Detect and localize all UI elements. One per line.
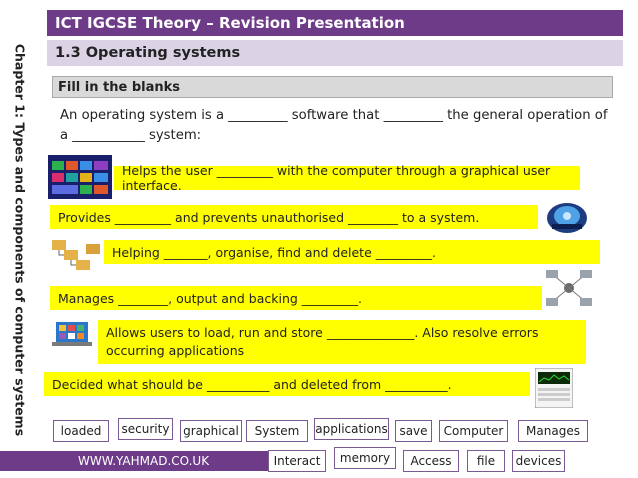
section-heading: Fill in the blanks (52, 76, 613, 98)
slide-subtitle: 1.3 Operating systems (47, 40, 623, 66)
blank-statement-5: Allows users to load, run and store ____… (98, 320, 586, 364)
blank-statement-6: Decided what should be __________ and de… (44, 372, 530, 396)
security-shield-icon (542, 196, 592, 236)
blank-statement-2: Provides _________ and prevents unauthor… (50, 205, 538, 229)
word-chip-system[interactable]: System (246, 420, 308, 442)
word-chip-devices[interactable]: devices (512, 450, 565, 472)
laptop-apps-icon (50, 318, 94, 352)
footer-url[interactable]: WWW.YAHMAD.CO.UK (78, 454, 210, 468)
word-chip-save[interactable]: save (395, 420, 432, 442)
blank-statement-4: Manages ________, output and backing ___… (50, 286, 542, 310)
word-chip-graphical[interactable]: graphical (180, 420, 242, 442)
chapter-label: Chapter 1: Types and components of compu… (12, 43, 28, 437)
word-chip-security[interactable]: security (118, 418, 173, 440)
word-chip-access[interactable]: Access (403, 450, 459, 472)
word-chip-loaded[interactable]: loaded (53, 420, 109, 442)
windows-tiles-icon (48, 155, 112, 199)
word-chip-file[interactable]: file (467, 450, 505, 472)
presentation-title: ICT IGCSE Theory – Revision Presentation (47, 10, 623, 36)
file-folders-icon (50, 238, 102, 274)
word-chip-computer[interactable]: Computer (439, 420, 508, 442)
word-chip-manages[interactable]: Manages (518, 420, 588, 442)
word-chip-memory[interactable]: memory (334, 447, 396, 469)
blank-statement-3: Helping _______, organise, find and dele… (104, 240, 600, 264)
word-chip-interact[interactable]: Interact (268, 450, 326, 472)
network-devices-icon (546, 268, 592, 308)
task-manager-icon (535, 368, 573, 408)
sidebar: Chapter 1: Types and components of compu… (0, 0, 40, 478)
word-chip-applications[interactable]: applications (314, 418, 389, 440)
blank-statement-1: Helps the user _________ with the comput… (114, 163, 580, 193)
intro-text: An operating system is a _________ softw… (60, 108, 608, 143)
footer-bar (0, 451, 270, 471)
